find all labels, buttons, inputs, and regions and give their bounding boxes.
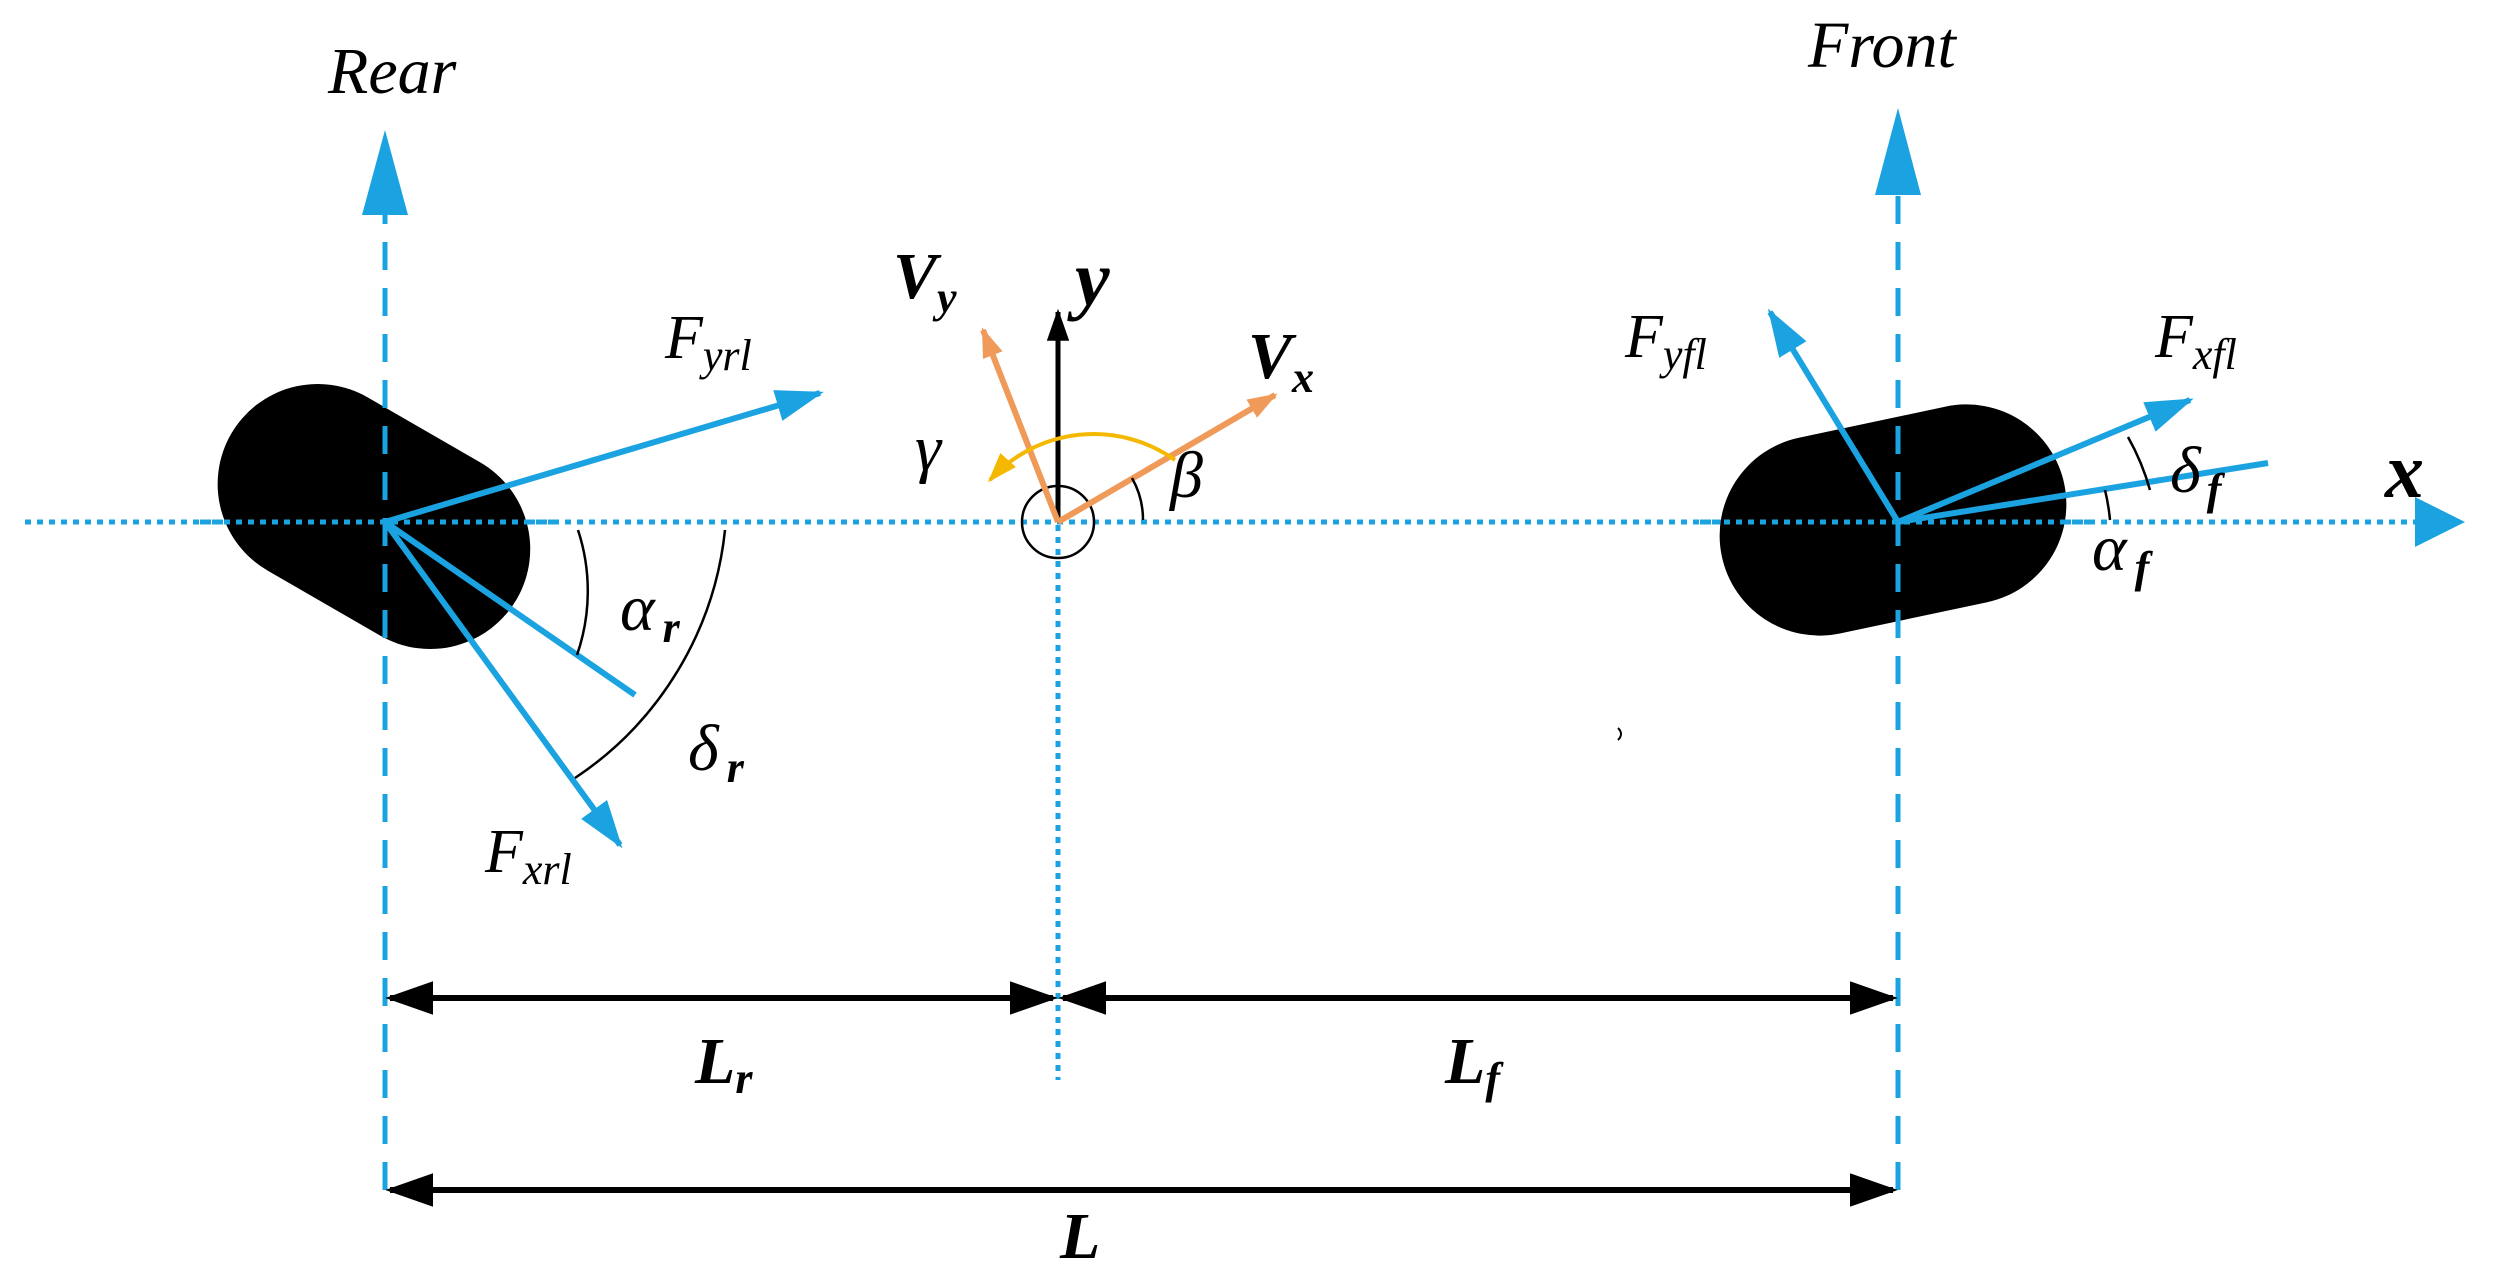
- alpha-f-arc: [2103, 489, 2112, 521]
- y-axis-label: y: [1067, 235, 1110, 322]
- x-axis-label: x: [2384, 427, 2424, 514]
- beta-label: β: [1168, 439, 1203, 512]
- vy-arrow: [980, 327, 1061, 524]
- gamma-arc: [987, 432, 1177, 483]
- fyfl-arrow: [1767, 308, 1901, 524]
- fxfl-arrow: [1896, 397, 2194, 525]
- gamma-label: γ: [915, 412, 943, 485]
- front-label: Front: [1807, 9, 1958, 82]
- rear-slip-line: [383, 519, 637, 698]
- fxrl-label: Fxrl: [484, 818, 572, 894]
- lr-label: Lr: [694, 1025, 753, 1103]
- rear-arrow-head: [362, 130, 408, 215]
- delta-r-arc: [574, 529, 727, 780]
- fxfl-label: Fxfl: [2154, 303, 2237, 379]
- fxrl-arrow: [382, 520, 623, 849]
- stray-mark: [1617, 727, 1622, 741]
- vx-label: Vx: [1248, 320, 1314, 402]
- alpha-r-arc: [575, 529, 589, 656]
- beta-arc: [1130, 477, 1145, 521]
- fyrl-label: Fyrl: [664, 304, 752, 380]
- fyrl-arrow: [384, 390, 824, 525]
- lf-label: Lf: [1444, 1025, 1504, 1103]
- fyfl-label: Fyfl: [1624, 303, 1707, 379]
- front-slip-line: [1897, 460, 2269, 525]
- delta-f-arc: [2126, 436, 2152, 491]
- vy-label: Vy: [893, 240, 957, 322]
- vx-arrow: [1056, 392, 1278, 525]
- rear-tire: [217, 384, 531, 649]
- rear-label: Rear: [327, 35, 457, 108]
- front-arrow-head: [1875, 108, 1921, 195]
- l-label: L: [1059, 1200, 1100, 1273]
